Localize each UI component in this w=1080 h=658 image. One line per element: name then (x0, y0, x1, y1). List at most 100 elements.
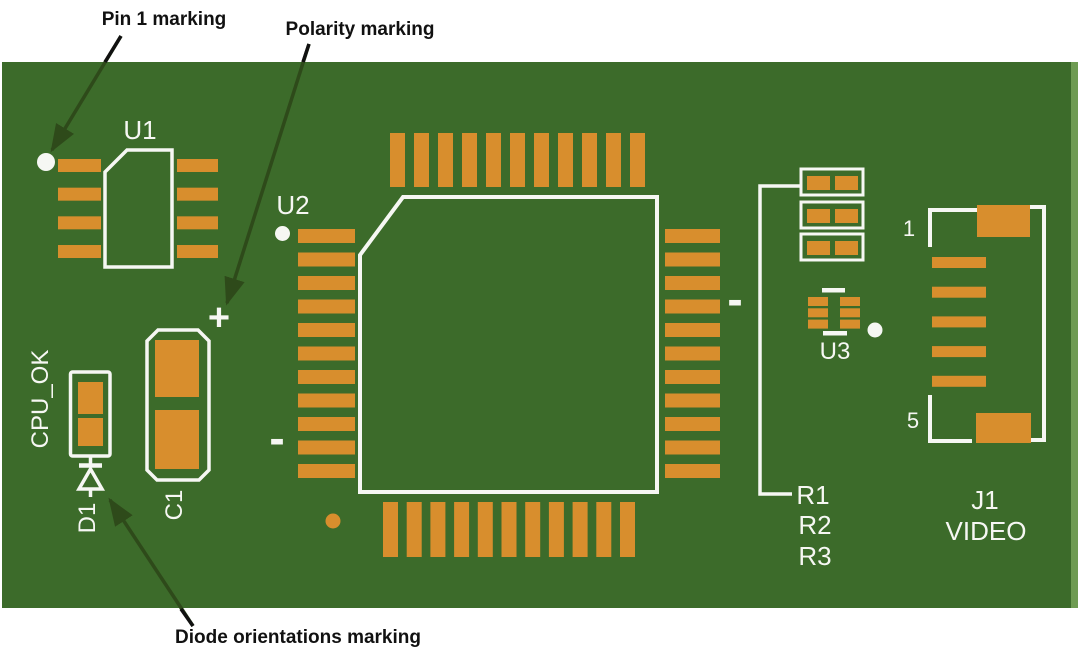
resistor-outline (799, 200, 865, 230)
u2-pad (665, 440, 720, 455)
u1-pad (58, 159, 101, 172)
diode-symbol-icon (75, 456, 106, 497)
j1-contact-pad (932, 375, 986, 387)
u2-pad (665, 464, 720, 478)
u1-outline (103, 148, 174, 269)
u3-pad (808, 319, 828, 329)
u3-outline-top (822, 288, 845, 293)
u1-pad (58, 245, 101, 259)
u2-pad (298, 417, 355, 431)
u1-pad (58, 216, 101, 230)
diode-arrow-stub (179, 607, 195, 628)
u2-pad (665, 299, 720, 314)
annotation-arrows (50, 35, 311, 628)
u2-pad (596, 502, 612, 557)
u2-pad (501, 502, 517, 557)
via-dot (325, 513, 341, 529)
u3-pad (808, 308, 828, 318)
diode-annotation: Diode orientations marking (175, 627, 421, 648)
c1-outline (145, 328, 211, 482)
u2-pad (665, 346, 720, 361)
j1-contact-pad (932, 316, 986, 328)
d1-pad (78, 382, 103, 414)
u2-footprint (275, 133, 720, 557)
u3-pad (808, 297, 828, 306)
u2-pad (665, 370, 720, 384)
d1-label: D1 (74, 502, 101, 534)
resistor-footprints (799, 167, 865, 262)
diode-arrow (108, 497, 195, 627)
u2-pad (665, 393, 720, 408)
r3-label: R3 (798, 541, 832, 571)
u2-pad (383, 502, 398, 557)
j1-function-label: VIDEO (945, 516, 1027, 546)
u2-outline (358, 195, 659, 494)
u3-label: U3 (819, 338, 851, 365)
u2-pad (665, 276, 720, 290)
u3-pad (840, 308, 860, 318)
polarity-arrow-stub (301, 43, 311, 63)
u2-pad (606, 133, 621, 187)
u2-pad (298, 252, 355, 267)
u3-pad (840, 297, 860, 306)
u3-outline-bottom (823, 331, 847, 336)
pcb-board-right-edge (1071, 62, 1078, 608)
pin1-arrow-stub (103, 35, 123, 63)
u2-pad (548, 502, 564, 557)
u2-pad (486, 133, 501, 187)
u1-pad (58, 187, 101, 201)
j1-footprint (928, 205, 1046, 443)
pin1-annotation: Pin 1 marking (101, 9, 227, 30)
d1-footprint (68, 370, 112, 497)
resistor-outline (799, 167, 865, 197)
u2-pad (390, 133, 405, 187)
c1-pad (155, 410, 199, 469)
u2-pad (298, 229, 355, 243)
j1-contact-pad (932, 346, 986, 358)
c1-label: C1 (161, 489, 188, 521)
c1-footprint (145, 328, 211, 482)
polarity-arrow (224, 43, 311, 306)
u2-pad (454, 502, 470, 557)
d1-pad (78, 418, 103, 446)
resistor-group-bracket (758, 184, 801, 496)
j1-label: J1 (971, 485, 999, 515)
polarity-annotation: Polarity marking (285, 19, 435, 40)
polarity-minus-marking-u2: - (727, 273, 743, 325)
resistor-pad (835, 241, 858, 255)
u2-pin1-dot (275, 226, 290, 241)
u2-pad (534, 133, 549, 187)
u2-pad (572, 502, 588, 557)
u2-pad (298, 323, 355, 337)
j1-pin1-number: 1 (902, 216, 916, 241)
r2-label: R2 (798, 510, 832, 540)
r1-label: R1 (796, 480, 830, 510)
u2-pad (298, 370, 355, 384)
u2-pad (665, 323, 720, 337)
j1-outline-brackets (928, 205, 1046, 443)
u1-pad (177, 187, 218, 201)
net-label-cpu-ok: CPU_OK (27, 349, 54, 449)
u3-pad (840, 319, 860, 329)
u2-pad (665, 417, 720, 431)
resistor-pad (835, 176, 858, 190)
u2-pad (298, 440, 355, 455)
u2-pad (406, 502, 422, 557)
polarity-minus-marking-c1: - (269, 412, 285, 464)
u1-footprint (37, 148, 218, 269)
u2-pad (630, 133, 645, 187)
u1-label: U1 (123, 115, 157, 145)
u2-pad (665, 252, 720, 267)
u1-pin1-dot (37, 153, 55, 171)
j1-mount-pad (977, 205, 1030, 237)
u2-pad (510, 133, 525, 187)
j1-mount-pad (976, 413, 1031, 443)
u2-pad (414, 133, 429, 187)
j1-pin5-number: 5 (906, 408, 920, 433)
u1-pad (177, 216, 218, 230)
u2-pad (665, 229, 720, 243)
u2-pad (430, 502, 446, 557)
u2-pad (298, 299, 355, 314)
u1-pad (177, 245, 218, 259)
